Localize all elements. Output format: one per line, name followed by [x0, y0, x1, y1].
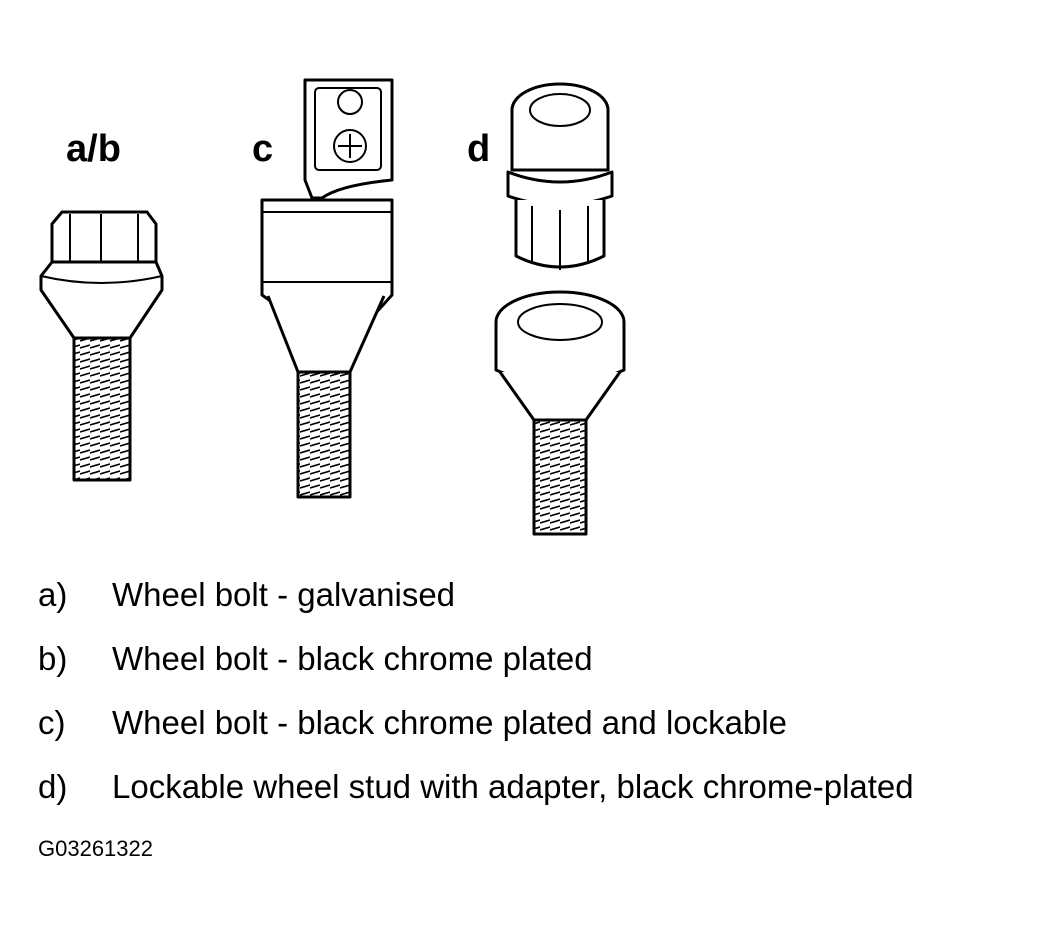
- legend-item-c: c) Wheel bolt - black chrome plated and …: [38, 706, 914, 770]
- legend-item-a: a) Wheel bolt - galvanised: [38, 578, 914, 642]
- legend: a) Wheel bolt - galvanised b) Wheel bolt…: [38, 578, 914, 834]
- legend-key: a): [38, 576, 68, 613]
- legend-text: Wheel bolt - black chrome plated: [112, 640, 593, 677]
- bolt-illustration: a/b c d: [39, 78, 626, 536]
- legend-text: Lockable wheel stud with adapter, black …: [112, 768, 914, 805]
- bolt-drawings: [39, 78, 626, 536]
- wheel-bolt-galvanised-drawing: [39, 210, 164, 482]
- lockable-stud-adapter-drawing: [494, 82, 626, 536]
- legend-key: d): [38, 768, 68, 805]
- part-label-c: c: [252, 128, 274, 170]
- legend-key: b): [38, 640, 68, 677]
- part-label-ab: a/b: [66, 128, 121, 170]
- legend-text: Wheel bolt - black chrome plated and loc…: [112, 704, 788, 741]
- legend-item-b: b) Wheel bolt - black chrome plated: [38, 642, 914, 706]
- wheel-bolt-lockable-drawing: [260, 78, 394, 499]
- legend-item-d: d) Lockable wheel stud with adapter, bla…: [38, 770, 914, 834]
- legend-text: Wheel bolt - galvanised: [112, 576, 456, 613]
- figure-code: G03261322: [38, 836, 153, 861]
- part-label-d: d: [467, 128, 491, 170]
- legend-key: c): [38, 704, 66, 741]
